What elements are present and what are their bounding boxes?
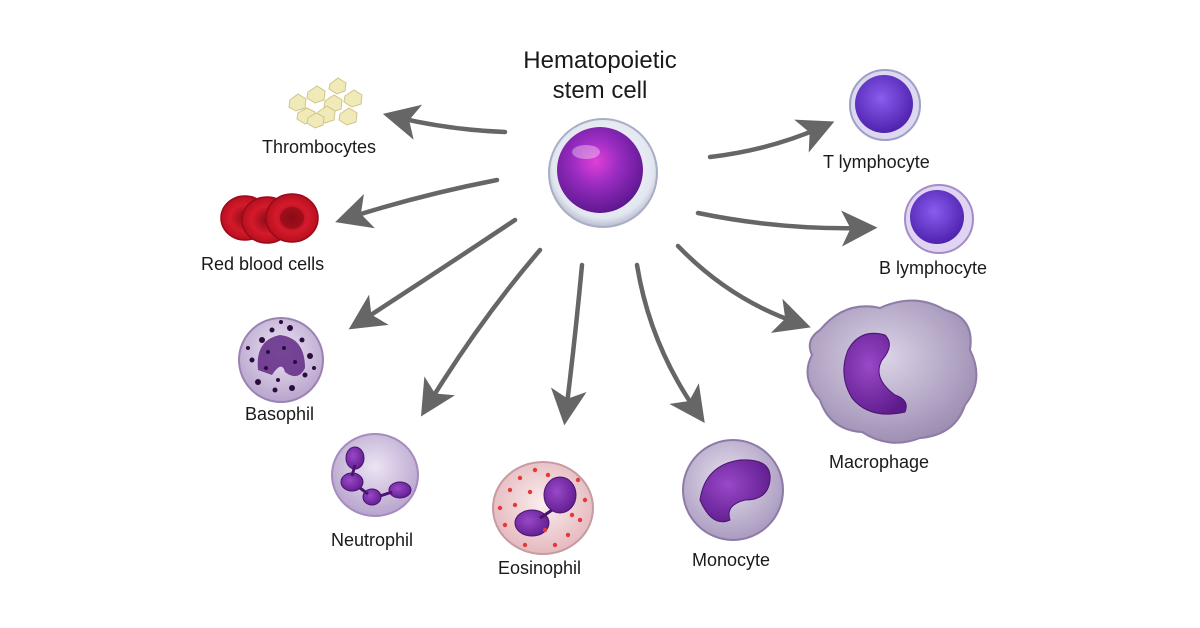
arrow-to-t-lymphocyte [707, 119, 835, 160]
label-thrombocytes: Thrombocytes [262, 137, 377, 157]
label-basophil: Basophil [245, 404, 315, 424]
arrow-to-monocyte [634, 262, 705, 424]
eosinophil-cell [492, 461, 594, 555]
arrow-to-neutrophil [420, 247, 543, 417]
arrow-to-basophil [348, 217, 518, 330]
label-neutrophil: Neutrophil [331, 530, 414, 550]
label-eosinophil: Eosinophil [498, 558, 582, 578]
label-t-lymphocyte: T lymphocyte [823, 152, 930, 172]
thrombocytes-cluster [288, 77, 363, 129]
macrophage-cell [806, 299, 978, 444]
label-macrophage: Macrophage [829, 452, 930, 472]
label-red-blood-cells: Red blood cells [201, 254, 325, 274]
red-blood-cells [220, 193, 319, 244]
arrow-to-b-lymphocyte [695, 210, 878, 247]
title-line-2: stem cell [552, 77, 648, 104]
label-monocyte: Monocyte [692, 550, 771, 570]
stem-cell [548, 118, 658, 228]
arrow-to-thrombocytes [382, 104, 508, 140]
monocyte-cell [682, 439, 784, 541]
t-lymphocyte-cell [849, 69, 921, 141]
basophil-cell [238, 317, 324, 403]
title-line-1: Hematopoietic [523, 47, 677, 74]
arrow-to-red-blood-cells [335, 177, 500, 229]
stem-cell-title: Hematopoietic stem cell [480, 46, 720, 106]
label-b-lymphocyte: B lymphocyte [879, 258, 988, 278]
arrow-to-eosinophil [550, 262, 587, 426]
arrows [335, 104, 878, 426]
b-lymphocyte-cell [904, 184, 974, 254]
neutrophil-cell [331, 433, 419, 517]
arrow-to-macrophage [675, 243, 811, 333]
